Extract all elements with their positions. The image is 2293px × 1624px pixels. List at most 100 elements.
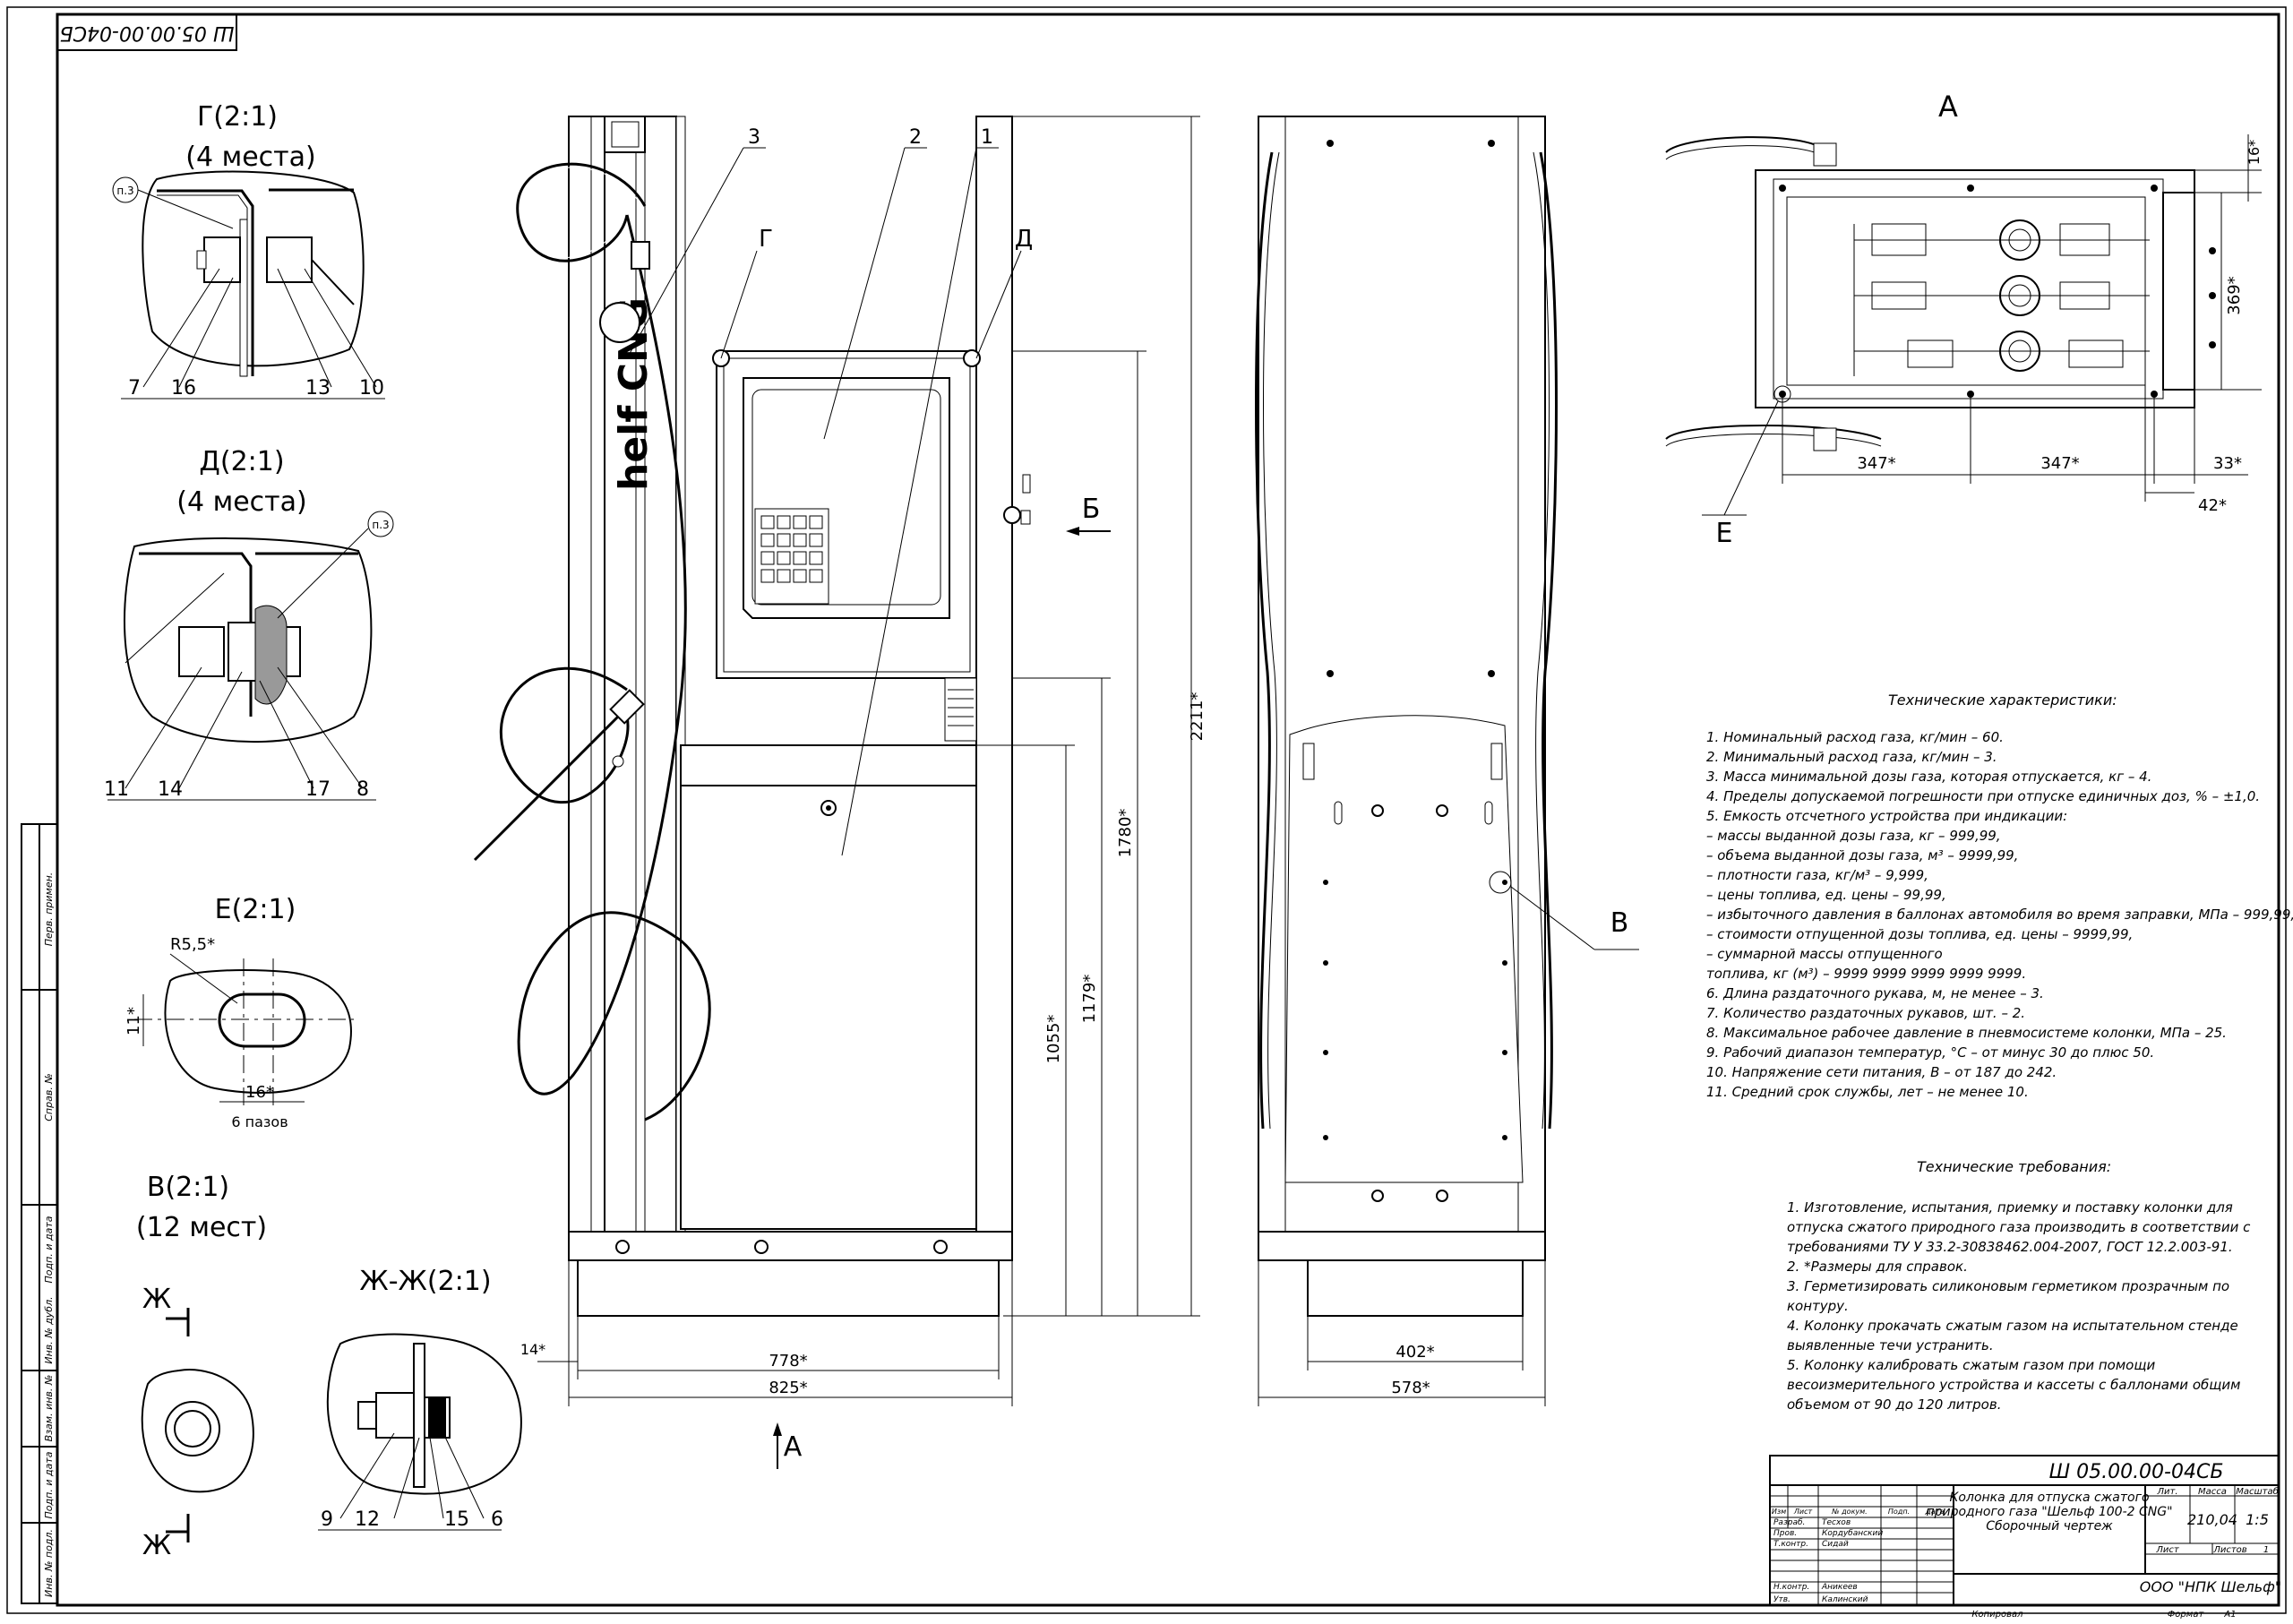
svg-text:Е: Е bbox=[1716, 518, 1733, 549]
svg-text:1780*: 1780* bbox=[1116, 809, 1135, 858]
req-line: 4. Колонку прокачать сжатым газом на исп… bbox=[1787, 1318, 2238, 1334]
tech-line: 5. Емкость отсчетного устройства при инд… bbox=[1706, 808, 2068, 824]
svg-text:16: 16 bbox=[171, 377, 196, 400]
left-stamp-column bbox=[21, 823, 58, 1604]
svg-text:Г: Г bbox=[759, 226, 773, 253]
tech-line: 7. Количество раздаточных рукавов, шт. –… bbox=[1706, 1005, 2026, 1021]
svg-text:33*: 33* bbox=[2213, 454, 2242, 473]
svg-text:Колонка для отпуска сжатого: Колонка для отпуска сжатого bbox=[1949, 1491, 2149, 1505]
svg-text:В(2:1): В(2:1) bbox=[147, 1172, 229, 1203]
svg-text:Аникеев: Аникеев bbox=[1821, 1583, 1858, 1592]
svg-text:369*: 369* bbox=[2225, 276, 2244, 314]
tech-line: топлива, кг (м³) – 9999 9999 9999 9999 9… bbox=[1706, 966, 2027, 982]
svg-text:14*: 14* bbox=[520, 1341, 545, 1358]
svg-text:п.3: п.3 bbox=[372, 519, 389, 531]
tech-line: 4. Пределы допускаемой погрешности при о… bbox=[1706, 788, 2261, 804]
svg-text:16*: 16* bbox=[2246, 140, 2263, 165]
svg-text:2: 2 bbox=[909, 126, 922, 149]
detail-e: Е(2:1) R5,5* 11* 16* 6 пазов bbox=[125, 894, 354, 1130]
svg-text:Изм: Изм bbox=[1772, 1508, 1786, 1516]
svg-text:1: 1 bbox=[2263, 1545, 2269, 1555]
svg-text:3: 3 bbox=[748, 126, 760, 149]
detail-zh: Ж-Ж(2:1) 9 12 15 6 bbox=[318, 1266, 522, 1531]
svg-text:Лит.: Лит. bbox=[2156, 1487, 2177, 1497]
svg-text:Б: Б bbox=[1082, 494, 1101, 525]
svg-text:13: 13 bbox=[305, 377, 331, 400]
svg-text:11*: 11* bbox=[125, 1007, 143, 1035]
svg-text:Т.контр.: Т.контр. bbox=[1773, 1540, 1808, 1549]
side-view: В 402* 578* bbox=[1255, 116, 1639, 1406]
svg-text:Ш 05.00.00-04СБ: Ш 05.00.00-04СБ bbox=[60, 21, 235, 44]
svg-text:(4 места): (4 места) bbox=[185, 142, 315, 173]
svg-text:(12 мест): (12 мест) bbox=[136, 1212, 267, 1243]
svg-text:Калинский: Калинский bbox=[1822, 1595, 1868, 1604]
svg-text:Утв.: Утв. bbox=[1773, 1595, 1791, 1604]
stamp-perv: Перв. примен. bbox=[43, 872, 55, 947]
tech-line: – суммарной массы отпущенного bbox=[1706, 946, 1943, 962]
req-line: контуру. bbox=[1787, 1298, 1849, 1314]
svg-text:Разраб.: Разраб. bbox=[1773, 1518, 1805, 1527]
svg-text:Н.контр.: Н.контр. bbox=[1773, 1583, 1809, 1592]
req-line: отпуска сжатого природного газа производ… bbox=[1787, 1219, 2251, 1235]
tech-line: 9. Рабочий диапазон температур, °С – от … bbox=[1706, 1044, 2155, 1061]
svg-text:402*: 402* bbox=[1396, 1343, 1434, 1362]
stamp-dubl: Инв. № дубл. bbox=[43, 1296, 55, 1363]
tech-line: – объема выданной дозы газа, м³ – 9999,9… bbox=[1706, 847, 2019, 864]
svg-text:Листов: Листов bbox=[2212, 1545, 2246, 1555]
tech-line: 6. Длина раздаточного рукава, м, не мене… bbox=[1706, 985, 2044, 1001]
svg-text:210,04: 210,04 bbox=[2187, 1511, 2237, 1528]
req-line: 1. Изготовление, испытания, приемку и по… bbox=[1787, 1199, 2233, 1216]
svg-text:Формат: Формат bbox=[2168, 1610, 2205, 1620]
svg-text:1: 1 bbox=[981, 126, 993, 149]
tech-list: 1. Номинальный расход газа, кг/мин – 60.… bbox=[1706, 727, 2293, 1102]
stamp-podp1: Подп. и дата bbox=[43, 1216, 55, 1283]
tech-title: Технические характеристики: bbox=[1888, 692, 2117, 709]
svg-text:природного газа "Шельф 100-2 C: природного газа "Шельф 100-2 CNG" bbox=[1926, 1505, 2172, 1519]
svg-text:14: 14 bbox=[158, 778, 183, 801]
svg-text:8: 8 bbox=[356, 778, 369, 801]
svg-text:В: В bbox=[1610, 907, 1629, 939]
svg-text:6 пазов: 6 пазов bbox=[231, 1113, 288, 1130]
svg-text:347*: 347* bbox=[1857, 454, 1895, 473]
req-line: требованиями ТУ У 33.2-30838462.004-2007… bbox=[1787, 1239, 2233, 1255]
tech-line: – массы выданной дозы газа, кг – 999,99, bbox=[1706, 828, 2001, 844]
title-block bbox=[1769, 1455, 2280, 1606]
svg-text:А1: А1 bbox=[2223, 1610, 2236, 1620]
svg-text:825*: 825* bbox=[769, 1379, 807, 1397]
svg-text:Ж-Ж(2:1): Ж-Ж(2:1) bbox=[359, 1266, 491, 1297]
svg-text:Масса: Масса bbox=[2198, 1487, 2227, 1497]
svg-text:(4 места): (4 места) bbox=[176, 486, 306, 518]
stamp-sprav: Справ. № bbox=[43, 1073, 55, 1121]
svg-text:578*: 578* bbox=[1391, 1379, 1430, 1397]
tech-line: 1. Номинальный расход газа, кг/мин – 60. bbox=[1706, 729, 2004, 745]
req-title: Технические требования: bbox=[1917, 1158, 2112, 1175]
svg-text:Подп.: Подп. bbox=[1888, 1508, 1910, 1516]
svg-text:R5,5*: R5,5* bbox=[170, 935, 215, 954]
svg-text:1179*: 1179* bbox=[1080, 975, 1099, 1024]
svg-text:А: А bbox=[1938, 90, 1958, 124]
tech-line: 11. Средний срок службы, лет – не менее … bbox=[1706, 1084, 2029, 1100]
svg-text:А: А bbox=[784, 1431, 803, 1463]
svg-text:Кордубанский: Кордубанский bbox=[1822, 1529, 1883, 1538]
tech-line: – стоимости отпущенной дозы топлива, ед.… bbox=[1706, 926, 2134, 942]
svg-text:Сидай: Сидай bbox=[1822, 1540, 1849, 1549]
svg-text:7: 7 bbox=[128, 377, 141, 400]
tech-line: 3. Масса минимальной дозы газа, которая … bbox=[1706, 769, 2152, 785]
title-block-text: Ш 05.00.00-04СБ Колонка для отпуска сжат… bbox=[1772, 1461, 2281, 1620]
tech-line: 2. Минимальный расход газа, кг/мин – 3. bbox=[1706, 749, 1997, 765]
zh-mark-bottom: Ж bbox=[142, 1530, 171, 1561]
tech-line: 10. Напряжение сети питания, В – от 187 … bbox=[1706, 1064, 2057, 1080]
svg-text:12: 12 bbox=[355, 1508, 380, 1531]
svg-text:6: 6 bbox=[491, 1508, 503, 1531]
svg-text:1055*: 1055* bbox=[1044, 1015, 1063, 1064]
svg-text:Лист: Лист bbox=[2155, 1545, 2180, 1555]
front-view: helf CNG bbox=[473, 116, 1207, 1469]
tech-line: 8. Максимальное рабочее давление в пневм… bbox=[1706, 1025, 2227, 1041]
stamp-inv: Инв. № подл. bbox=[43, 1529, 55, 1597]
svg-text:1:5: 1:5 bbox=[2246, 1511, 2269, 1528]
detail-v: В(2:1) (12 мест) Ж Ж bbox=[136, 1172, 267, 1561]
svg-text:11: 11 bbox=[104, 778, 129, 801]
svg-text:Д: Д bbox=[1015, 226, 1033, 253]
